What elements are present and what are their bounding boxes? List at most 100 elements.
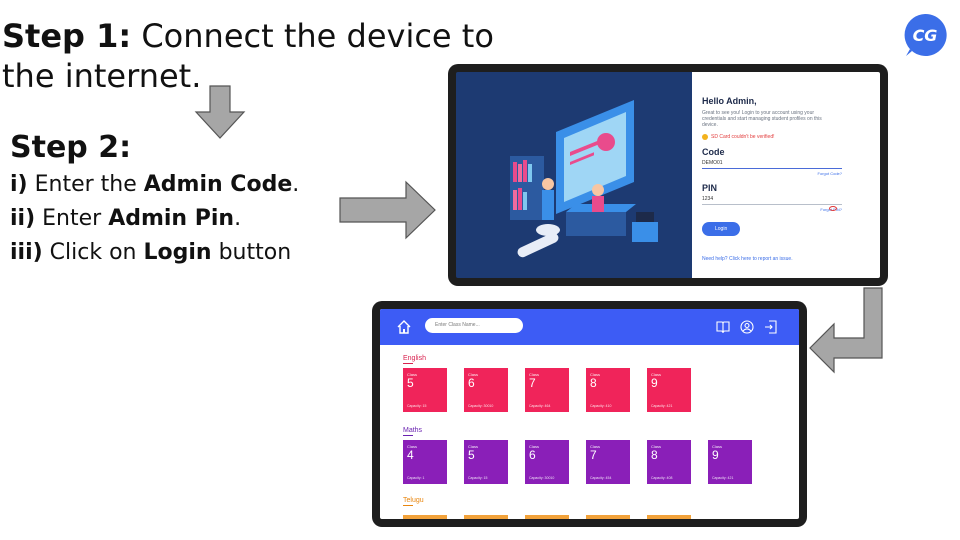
subject-underline bbox=[403, 363, 413, 364]
logout-icon[interactable] bbox=[764, 320, 778, 334]
class-card-partial[interactable] bbox=[464, 515, 508, 519]
elbow-arrow-icon bbox=[809, 287, 883, 374]
class-label: Class bbox=[590, 372, 601, 377]
warning-text: SD Card couldn't be verified! bbox=[711, 134, 775, 140]
step1-text: Step 1: Connect the device to the intern… bbox=[2, 16, 494, 96]
subject-name: Maths bbox=[403, 427, 423, 434]
step2-line-1-bold: Admin Code bbox=[143, 172, 293, 197]
class-label: Class bbox=[651, 444, 662, 449]
step2-line-2: ii) Enter Admin Pin. bbox=[10, 206, 241, 231]
class-card-partial[interactable] bbox=[586, 515, 630, 519]
step2-line-3-post: button bbox=[211, 240, 292, 265]
welcome-text: Great to see you! Login to your account … bbox=[702, 110, 822, 128]
step2-line-2-pre: Enter bbox=[35, 206, 109, 231]
class-label: Class bbox=[712, 444, 723, 449]
class-capacity: Capacity: 421 bbox=[712, 476, 734, 480]
home-icon[interactable] bbox=[396, 319, 412, 335]
logo-text: CG bbox=[913, 26, 938, 45]
class-number: 7 bbox=[590, 448, 597, 462]
login-button[interactable]: Login bbox=[702, 222, 741, 236]
class-capacity: Capacity: 30010 bbox=[468, 404, 494, 408]
class-card-partial[interactable] bbox=[525, 515, 569, 519]
book-icon[interactable] bbox=[716, 320, 730, 334]
class-card-partial[interactable] bbox=[403, 515, 447, 519]
step2-line-2-post: . bbox=[234, 206, 242, 231]
step2-line-2-prefix: ii) bbox=[10, 206, 36, 231]
class-number: 6 bbox=[468, 376, 475, 390]
step2-line-1-pre: Enter the bbox=[27, 172, 144, 197]
forgot-pin-link[interactable]: Forgot PIN? bbox=[820, 207, 842, 212]
step2-line-3: iii) Click on Login button bbox=[10, 240, 291, 265]
login-tablet: Hello Admin, Great to see you! Login to … bbox=[448, 64, 888, 286]
forgot-code-link[interactable]: Forgot Code? bbox=[817, 171, 842, 176]
class-capacity: Capacity: 421 bbox=[651, 404, 673, 408]
show-pin-eye-icon[interactable] bbox=[829, 206, 837, 211]
class-label: Class bbox=[468, 372, 479, 377]
step1-instruction: Connect the device to bbox=[131, 17, 494, 55]
subject-name: Telugu bbox=[403, 497, 424, 504]
login-screen: Hello Admin, Great to see you! Login to … bbox=[456, 72, 880, 278]
class-label: Class bbox=[590, 444, 601, 449]
class-number: 9 bbox=[712, 448, 719, 462]
class-label: Class bbox=[651, 372, 662, 377]
class-number: 5 bbox=[468, 448, 475, 462]
pin-label: PIN bbox=[702, 183, 718, 193]
step2-line-2-bold: Admin Pin bbox=[108, 206, 235, 231]
class-number: 5 bbox=[407, 376, 414, 390]
class-capacity: Capacity: 454 bbox=[590, 476, 612, 480]
class-capacity: Capacity: 15 bbox=[407, 404, 427, 408]
code-label: Code bbox=[702, 147, 725, 157]
class-capacity: Capacity: 1 bbox=[407, 476, 425, 480]
class-label: Class bbox=[407, 372, 418, 377]
help-link[interactable]: Need help? Click here to report an issue… bbox=[702, 256, 793, 262]
class-number: 6 bbox=[529, 448, 536, 462]
profile-icon[interactable] bbox=[740, 320, 754, 334]
step2-line-1-prefix: i) bbox=[10, 172, 28, 197]
step2-line-3-bold: Login bbox=[143, 240, 212, 265]
study-illustration-icon bbox=[510, 100, 658, 258]
sd-card-warning: SD Card couldn't be verified! bbox=[702, 134, 870, 140]
class-label: Class bbox=[529, 372, 540, 377]
step2-line-1: i) Enter the Admin Code. bbox=[10, 172, 299, 197]
step2-line-3-pre: Click on bbox=[42, 240, 144, 265]
step2-line-3-prefix: iii) bbox=[10, 240, 43, 265]
subject-name: English bbox=[403, 355, 426, 362]
login-illustration bbox=[456, 72, 692, 278]
subject-heading-english: English bbox=[403, 355, 426, 364]
subject-heading-telugu: Telugu bbox=[403, 497, 424, 506]
subject-underline bbox=[403, 435, 413, 436]
warning-icon bbox=[702, 134, 708, 140]
class-label: Class bbox=[468, 444, 479, 449]
class-capacity: Capacity: 408 bbox=[651, 476, 673, 480]
code-input[interactable]: DEMO01 bbox=[702, 160, 723, 166]
class-capacity: Capacity: 15 bbox=[468, 476, 488, 480]
pin-input[interactable]: 1234 bbox=[702, 196, 714, 202]
login-form: Hello Admin, Great to see you! Login to … bbox=[692, 72, 880, 278]
class-card-partial[interactable] bbox=[647, 515, 691, 519]
step2-title: Step 2: bbox=[10, 130, 132, 165]
class-capacity: Capacity: 30010 bbox=[529, 476, 555, 480]
class-number: 8 bbox=[651, 448, 658, 462]
class-search-input[interactable]: Enter Class Name... bbox=[425, 318, 523, 333]
right-arrow-icon bbox=[339, 180, 436, 240]
class-capacity: Capacity: 464 bbox=[529, 404, 551, 408]
step1-instruction-cont: the internet. bbox=[2, 57, 202, 95]
down-arrow-icon bbox=[194, 85, 246, 139]
cg-logo-icon: CG bbox=[904, 13, 947, 56]
pin-underline bbox=[702, 204, 842, 205]
subject-underline bbox=[403, 505, 413, 506]
class-capacity: Capacity: 410 bbox=[590, 404, 612, 408]
